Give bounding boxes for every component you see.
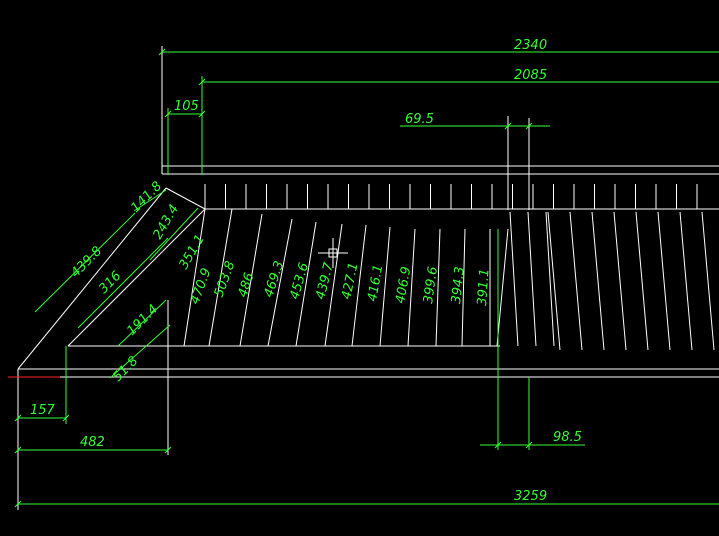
dim-label-69-5: 69.5 [405, 112, 434, 127]
winder-tread [379, 226, 391, 347]
straight-tread [635, 211, 649, 351]
straight-tread [547, 211, 561, 351]
winder-tread [239, 213, 263, 347]
tread-label: 416.1 [365, 263, 386, 302]
tread-label: 503.8 [212, 259, 239, 299]
winder-tread-lines [183, 208, 509, 347]
winder-tread [435, 228, 441, 347]
winder-tread [461, 228, 466, 347]
dim-line-316 [77, 237, 169, 329]
winder-tread [324, 223, 343, 347]
dim-label-482: 482 [80, 435, 105, 450]
straight-tread [527, 211, 537, 347]
tread-label: 470.9 [188, 266, 215, 306]
top-tread-ticks [204, 184, 698, 209]
straight-tread [509, 211, 519, 347]
dim-label-98-5: 98.5 [553, 430, 582, 445]
winder-tread [183, 208, 206, 347]
winder-tread [496, 228, 509, 347]
dim-line-51-8 [109, 324, 171, 379]
dim-label-439-8: 439.8 [68, 244, 105, 281]
straight-tread [701, 211, 715, 351]
dim-label-105: 105 [174, 99, 199, 114]
dim-label-3259: 3259 [514, 489, 547, 504]
dimension-lines [14, 48, 719, 508]
dim-line-191-4 [117, 299, 167, 347]
straight-tread-lines [509, 211, 715, 351]
straight-tread [613, 211, 627, 351]
dimension-labels: 2340 2085 105 69.5 98.5 157 482 3259 439… [30, 38, 582, 504]
diag-top-cap [165, 187, 206, 210]
tread-label: 469.3 [262, 259, 288, 299]
straight-tread [569, 211, 583, 351]
dim-label-2085: 2085 [514, 68, 547, 83]
winder-tread [351, 224, 367, 347]
dim-label-157: 157 [30, 403, 56, 418]
straight-tread [679, 211, 693, 351]
winder-tread [295, 221, 317, 347]
tread-label: 439.7 [313, 261, 337, 301]
winder-tread [208, 208, 233, 347]
cad-cursor-crosshair [318, 238, 348, 268]
diag-outer-edge [17, 187, 167, 370]
straight-tread [591, 211, 605, 351]
dim-label-2340: 2340 [514, 38, 547, 53]
dim-label-141-8: 141.8 [128, 179, 165, 216]
tread-label: 399.6 [421, 266, 441, 305]
winder-tread [267, 218, 293, 347]
tread-label: 486 [236, 271, 258, 299]
dim-label-191-4: 191.4 [124, 302, 161, 339]
straight-tread [657, 211, 671, 351]
stair-geometry [8, 46, 719, 510]
tread-label: 351.1 [176, 232, 208, 272]
tread-label: 453.6 [287, 261, 312, 301]
dim-line-141-8 [133, 189, 167, 212]
dim-ticks [14, 48, 533, 508]
dim-line-243-4 [149, 207, 199, 261]
tread-label: 394.3 [449, 266, 468, 305]
diag-inner-edge [67, 208, 206, 347]
tread-label: 391.1 [475, 268, 493, 306]
dim-label-316: 316 [96, 269, 124, 297]
straight-tread [545, 211, 555, 347]
tread-label: 406.9 [393, 265, 414, 304]
dim-line-439-8 [34, 212, 136, 313]
winder-tread [407, 228, 416, 347]
